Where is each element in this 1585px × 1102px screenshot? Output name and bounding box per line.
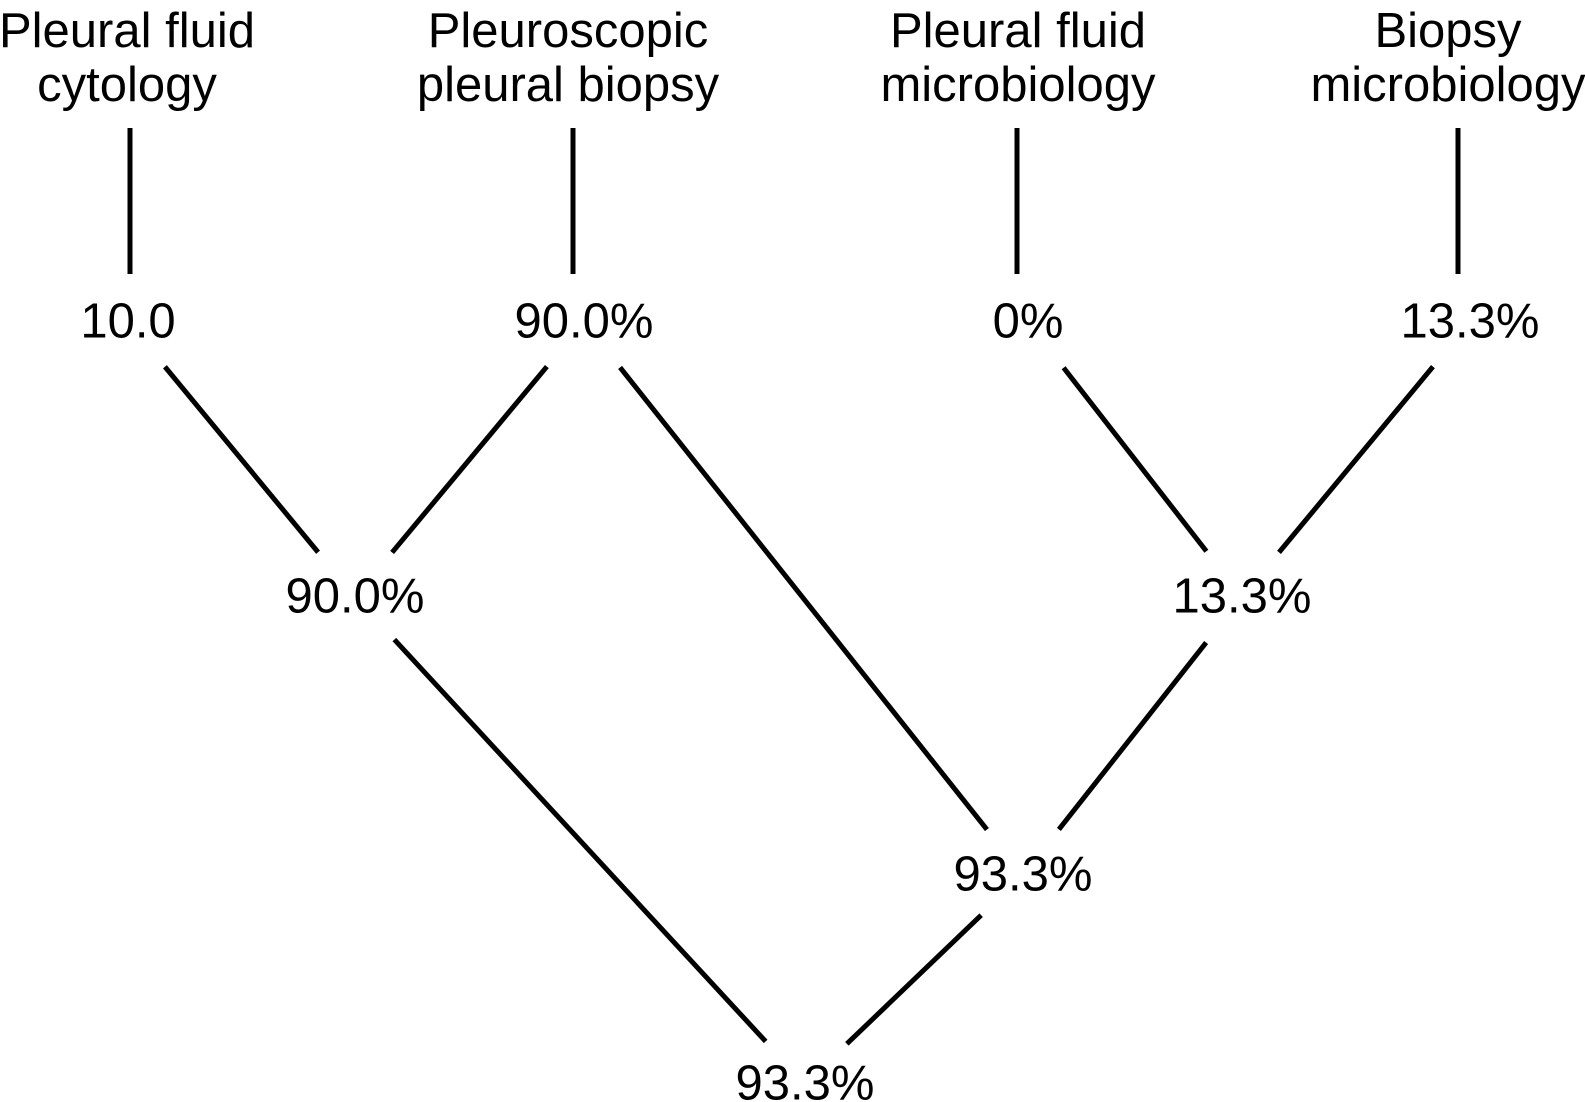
test-label-biopsy-microbiology: Biopsy microbiology xyxy=(1310,4,1585,112)
yield-value-biopsy-microbiology: 13.3% xyxy=(1400,294,1540,349)
combined-yield-biopsy-plus-microbiology: 93.3% xyxy=(953,847,1093,902)
yield-value-pleural-fluid-cytology: 10.0 xyxy=(80,294,176,349)
test-label-pleural-fluid-microbiology: Pleural fluid microbiology xyxy=(880,4,1155,112)
test-label-line: Biopsy xyxy=(1374,4,1522,58)
combined-yield-cytology-plus-biopsy: 90.0% xyxy=(285,569,425,624)
yield-value-pleuroscopic-pleural-biopsy: 90.0% xyxy=(514,294,654,349)
test-label-line: pleural biopsy xyxy=(416,58,720,112)
test-label-line: Pleural fluid xyxy=(889,4,1147,58)
test-label-line: microbiology xyxy=(1310,58,1585,112)
test-label-line: microbiology xyxy=(880,58,1156,112)
test-label-pleuroscopic-pleural-biopsy: Pleuroscopic pleural biopsy xyxy=(417,4,719,112)
test-label-line: Pleuroscopic xyxy=(427,4,709,58)
combined-yield-fluid-micro-plus-biopsy-micro: 13.3% xyxy=(1172,569,1312,624)
test-label-line: cytology xyxy=(37,58,217,112)
combined-yield-all-tests: 93.3% xyxy=(735,1056,875,1102)
yield-value-pleural-fluid-microbiology: 0% xyxy=(992,294,1064,349)
test-label-pleural-fluid-cytology: Pleural fluid cytology xyxy=(0,4,255,112)
test-label-line: Pleural fluid xyxy=(0,4,256,58)
